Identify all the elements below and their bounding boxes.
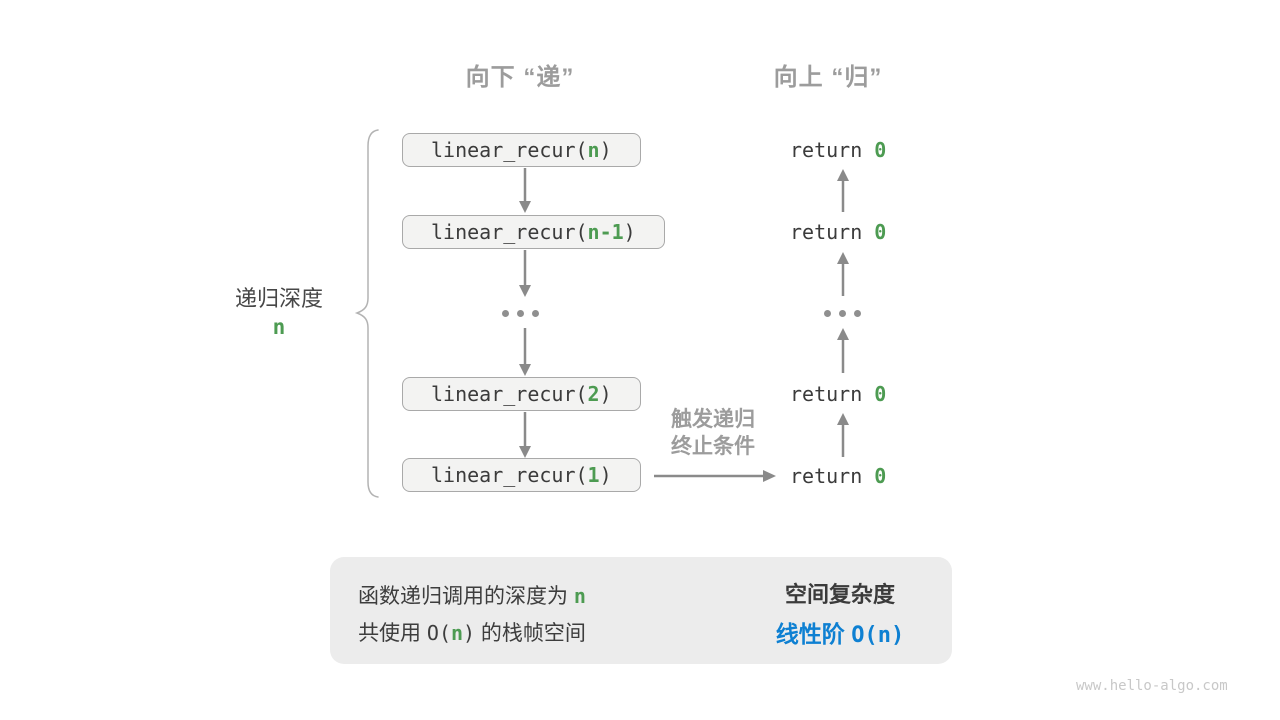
ellipsis-dots-right <box>824 310 861 317</box>
call-arrow-1-head <box>519 201 531 213</box>
call-box-n-1-post: ) <box>623 220 636 244</box>
call-box-2-pre: linear_recur( <box>431 382 588 406</box>
call-arrow-2-head <box>519 285 531 297</box>
summary-line-2-suffix: 的栈帧空间 <box>475 622 586 645</box>
return-value: 0 <box>874 138 887 162</box>
call-box-n-1-arg: n-1 <box>587 220 624 244</box>
dot-icon <box>532 310 539 317</box>
dot-icon <box>854 310 861 317</box>
summary-line-1-var: n <box>573 584 586 608</box>
summary-line-2: 共使用 O(n) 的栈帧空间 <box>336 617 608 647</box>
call-box-1-post: ) <box>599 463 612 487</box>
base-case-label-line2: 终止条件 <box>671 435 755 458</box>
return-value: 0 <box>874 382 887 406</box>
return-row-3: return 0 <box>790 381 886 407</box>
base-case-arrow <box>654 470 776 482</box>
call-arrow-3-head <box>519 364 531 376</box>
return-arrow-1-head <box>837 169 849 181</box>
base-case-label-line1: 触发递归 <box>671 408 755 431</box>
return-keyword: return <box>790 464 875 488</box>
space-complexity-title: 空间复杂度 <box>784 582 895 607</box>
summary-line-1-text: 函数递归调用的深度为 <box>358 585 574 608</box>
ellipsis-dots-left <box>502 310 539 317</box>
return-keyword: return <box>790 382 875 406</box>
return-value: 0 <box>874 220 887 244</box>
result-o-open: O( <box>851 623 878 648</box>
call-box-1-arg: 1 <box>587 463 600 487</box>
dot-icon <box>839 310 846 317</box>
call-box-n-post: ) <box>599 138 612 162</box>
watermark: www.hello-algo.com <box>1076 678 1228 694</box>
call-box-n-arg: n <box>587 138 600 162</box>
call-box-2: linear_recur(2) <box>402 377 641 411</box>
summary-line-2-prefix: 共使用 <box>358 622 427 645</box>
space-complexity-value: 线性阶 O(n) <box>752 615 928 649</box>
return-keyword: return <box>790 220 875 244</box>
call-box-n-1: linear_recur(n-1) <box>402 215 665 249</box>
result-var: n <box>877 623 891 648</box>
return-arrow-2-head <box>837 252 849 264</box>
call-box-2-post: ) <box>599 382 612 406</box>
result-o-close: ) <box>890 623 905 648</box>
depth-label: 递归深度 <box>234 286 323 311</box>
result-prefix: 线性阶 <box>775 621 852 647</box>
return-value: 0 <box>874 464 887 488</box>
return-row-2: return 0 <box>790 219 886 245</box>
big-o-close: ) <box>463 621 476 645</box>
big-o-open: O( <box>426 621 451 645</box>
dot-icon <box>824 310 831 317</box>
base-case-arrow-head <box>763 470 776 482</box>
depth-value: n <box>272 315 286 339</box>
return-row-1: return 0 <box>790 137 886 163</box>
call-box-1-pre: linear_recur( <box>431 463 588 487</box>
summary-line-2-var: n <box>451 621 464 645</box>
return-keyword: return <box>790 138 875 162</box>
return-arrow-4-head <box>837 413 849 425</box>
dot-icon <box>517 310 524 317</box>
call-box-2-arg: 2 <box>587 382 600 406</box>
base-case-label: 触发递归 终止条件 <box>648 406 778 460</box>
call-arrow-4-head <box>519 446 531 458</box>
call-box-n-1-pre: linear_recur( <box>431 220 588 244</box>
header-ascend: 向上 “归” <box>773 64 883 91</box>
summary-line-1: 函数递归调用的深度为 n <box>336 580 608 610</box>
dot-icon <box>502 310 509 317</box>
header-descend: 向下 “递” <box>465 64 575 91</box>
call-box-n-pre: linear_recur( <box>431 138 588 162</box>
return-row-4: return 0 <box>790 463 886 489</box>
summary-panel <box>330 557 952 664</box>
call-box-1: linear_recur(1) <box>402 458 641 492</box>
depth-brace-icon <box>354 129 379 498</box>
call-box-n: linear_recur(n) <box>402 133 641 167</box>
return-arrow-3-head <box>837 328 849 340</box>
